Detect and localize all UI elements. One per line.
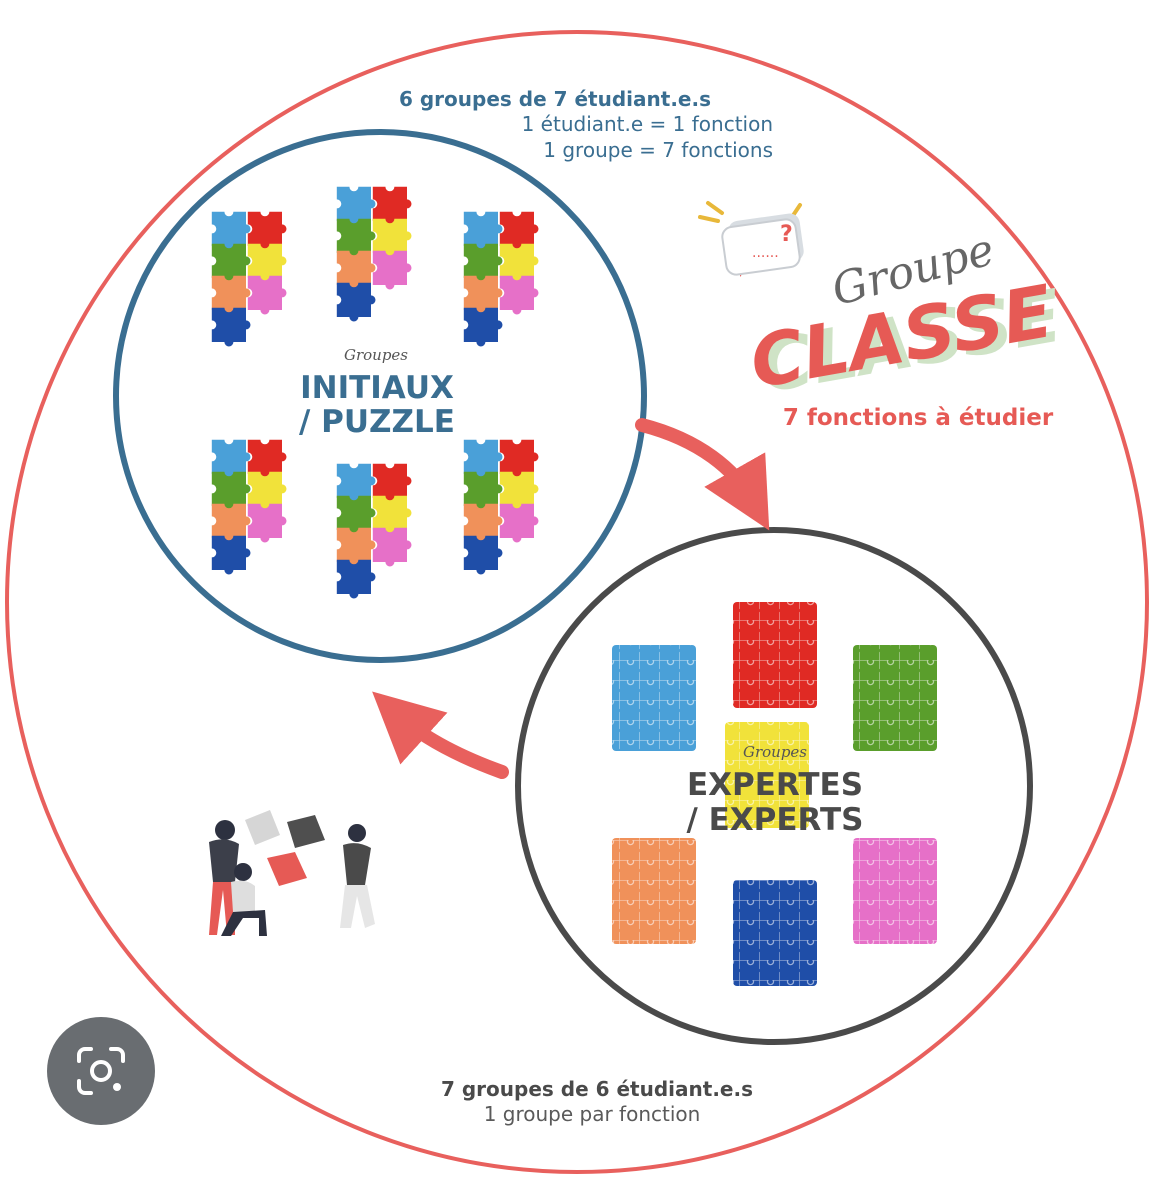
puzzle-piece (247, 275, 287, 315)
initial-groups-small-label: Groupes (344, 346, 408, 364)
puzzle-piece (463, 535, 503, 575)
puzzle-stack (211, 439, 287, 575)
expert-puzzle-block (853, 645, 937, 751)
initial-groups-title-line1: INITIAUX (300, 370, 454, 406)
expert-puzzle-blocks (612, 602, 937, 986)
puzzle-stack (336, 186, 412, 322)
expert-puzzle-block (612, 838, 696, 944)
initial-groups-title-line2: / PUZZLE (299, 404, 455, 440)
expert-groups-small-label: Groupes (743, 743, 807, 761)
lens-glyph-icon (77, 1047, 125, 1095)
bottom-caption-title: 7 groupes de 6 étudiant.e.s (441, 1077, 753, 1101)
expert-block-grid (612, 838, 696, 944)
expert-block-grid (733, 880, 817, 986)
top-caption-line1: 1 étudiant.e = 1 fonction (522, 112, 773, 136)
team-puzzle-illustration (209, 810, 375, 936)
puzzle-piece (211, 307, 251, 347)
arrow-expert-to-initial (372, 691, 509, 779)
expert-block-grid (733, 602, 817, 708)
puzzle-piece (463, 307, 503, 347)
svg-text:......: ...... (752, 245, 779, 261)
puzzle-stack (336, 463, 412, 599)
puzzle-stack (463, 439, 539, 575)
puzzle-piece (372, 250, 412, 290)
expert-puzzle-block (612, 645, 696, 751)
expert-block-grid (725, 722, 809, 828)
puzzle-stack (211, 211, 287, 347)
svg-text:?: ? (780, 222, 793, 247)
puzzle-piece (211, 535, 251, 575)
expert-puzzle-block (725, 722, 809, 828)
expert-groups-circle (515, 527, 1033, 1045)
expert-block-grid (853, 645, 937, 751)
puzzle-piece (372, 527, 412, 567)
classe-subtitle: 7 fonctions à étudier (783, 405, 1054, 431)
puzzle-piece (247, 503, 287, 543)
expert-puzzle-block (733, 602, 817, 708)
bottom-caption-line1: 1 groupe par fonction (484, 1102, 701, 1126)
arrow-initial-to-expert (635, 418, 770, 531)
expert-groups-title-line2: / EXPERTS (686, 802, 863, 838)
speech-bubble-question-icon: ? ...... (698, 201, 804, 277)
expert-block-grid (612, 645, 696, 751)
outer-circle (5, 30, 1149, 1174)
google-lens-camera-icon[interactable] (47, 1017, 155, 1125)
initial-groups-circle (113, 129, 647, 663)
puzzle-piece (499, 275, 539, 315)
puzzle-piece (499, 503, 539, 543)
top-caption-title: 6 groupes de 7 étudiant.e.s (399, 87, 711, 111)
expert-puzzle-block (733, 880, 817, 986)
expert-puzzle-block (853, 838, 937, 944)
top-caption-line2: 1 groupe = 7 fonctions (543, 138, 773, 162)
puzzle-piece (336, 559, 376, 599)
puzzle-piece (336, 282, 376, 322)
expert-block-grid (853, 838, 937, 944)
expert-groups-title-line1: EXPERTES (687, 767, 863, 803)
puzzle-stack (463, 211, 539, 347)
